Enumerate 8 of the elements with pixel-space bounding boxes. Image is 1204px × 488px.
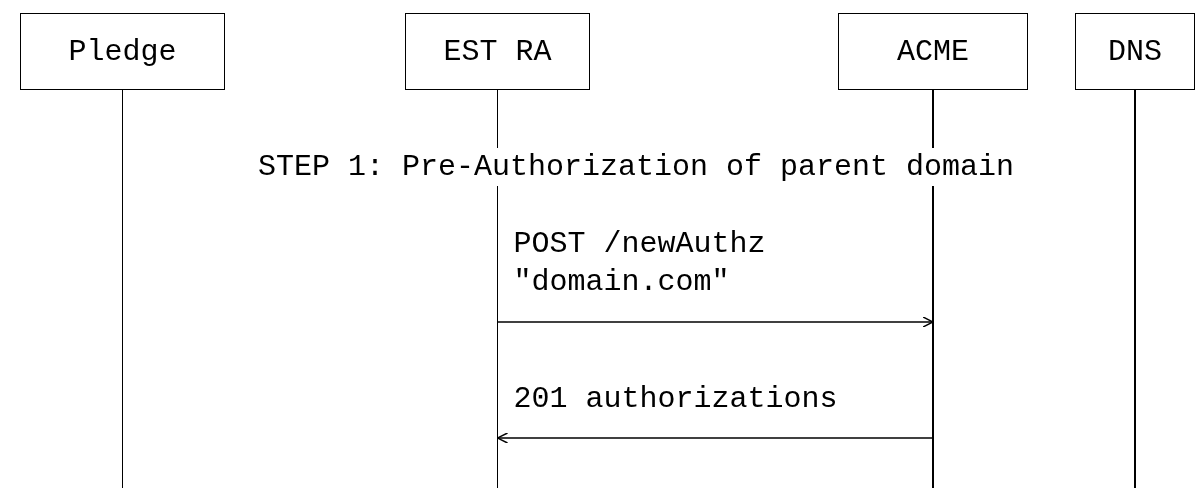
participant-name: DNS: [1108, 33, 1162, 71]
arrow: [496, 432, 934, 444]
edge-label: 201 authorizations: [512, 381, 839, 418]
participant-name: EST RA: [443, 33, 552, 71]
edge-label: POST /newAuthz "domain.com": [512, 226, 767, 301]
participant-name: ACME: [897, 33, 969, 71]
arrow: [496, 316, 934, 328]
participant-name: Pledge: [68, 33, 177, 71]
